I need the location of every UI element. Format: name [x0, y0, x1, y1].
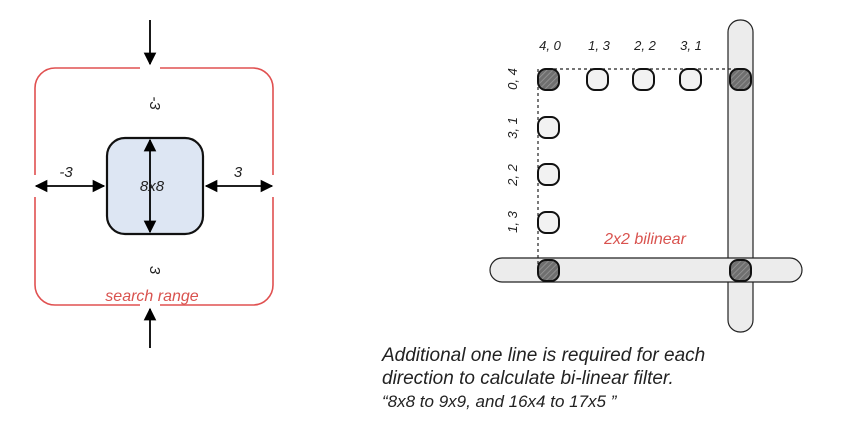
sample-point — [586, 68, 609, 91]
left-offset-label: -3 — [59, 164, 73, 181]
bottom-offset-label: 3 — [146, 266, 163, 275]
vertical-extra-line — [727, 19, 754, 333]
note-line: Additional one line is required for each — [382, 345, 706, 366]
left-label: 1, 3 — [505, 210, 520, 232]
top-label: 1, 3 — [588, 38, 610, 53]
search-range-panel: 8x8 -3 3 -3 3 search range — [33, 20, 275, 348]
bilinear-panel: 4, 0 1, 3 2, 2 3, 1 0, 4 3, 1 2, 2 1, 3 … — [489, 19, 803, 333]
note-line: “8x8 to 9x9, and 16x4 to 17x5 ” — [382, 392, 617, 411]
left-label: 2, 2 — [505, 163, 520, 186]
sample-point — [729, 259, 752, 282]
sample-point — [537, 163, 560, 186]
horizontal-extra-line — [489, 257, 803, 283]
note-line: direction to calculate bi-linear filter. — [382, 368, 674, 389]
sample-point — [679, 68, 702, 91]
top-offset-label: -3 — [146, 96, 163, 110]
explanation-note: Additional one line is required for each… — [382, 344, 842, 413]
sample-point — [537, 68, 560, 91]
bilinear-label: 2x2 bilinear — [603, 231, 687, 248]
sample-point — [632, 68, 655, 91]
sample-point — [729, 68, 752, 91]
top-label: 4, 0 — [539, 38, 561, 53]
left-label: 3, 1 — [505, 117, 520, 139]
top-label: 2, 2 — [633, 38, 656, 53]
block-label: 8x8 — [140, 178, 165, 195]
sample-point — [537, 116, 560, 139]
right-offset-label: 3 — [234, 164, 243, 181]
sample-point — [537, 211, 560, 234]
left-label: 0, 4 — [505, 68, 520, 90]
search-range-label: search range — [105, 288, 198, 305]
sample-point — [537, 259, 560, 282]
top-label: 3, 1 — [680, 38, 702, 53]
